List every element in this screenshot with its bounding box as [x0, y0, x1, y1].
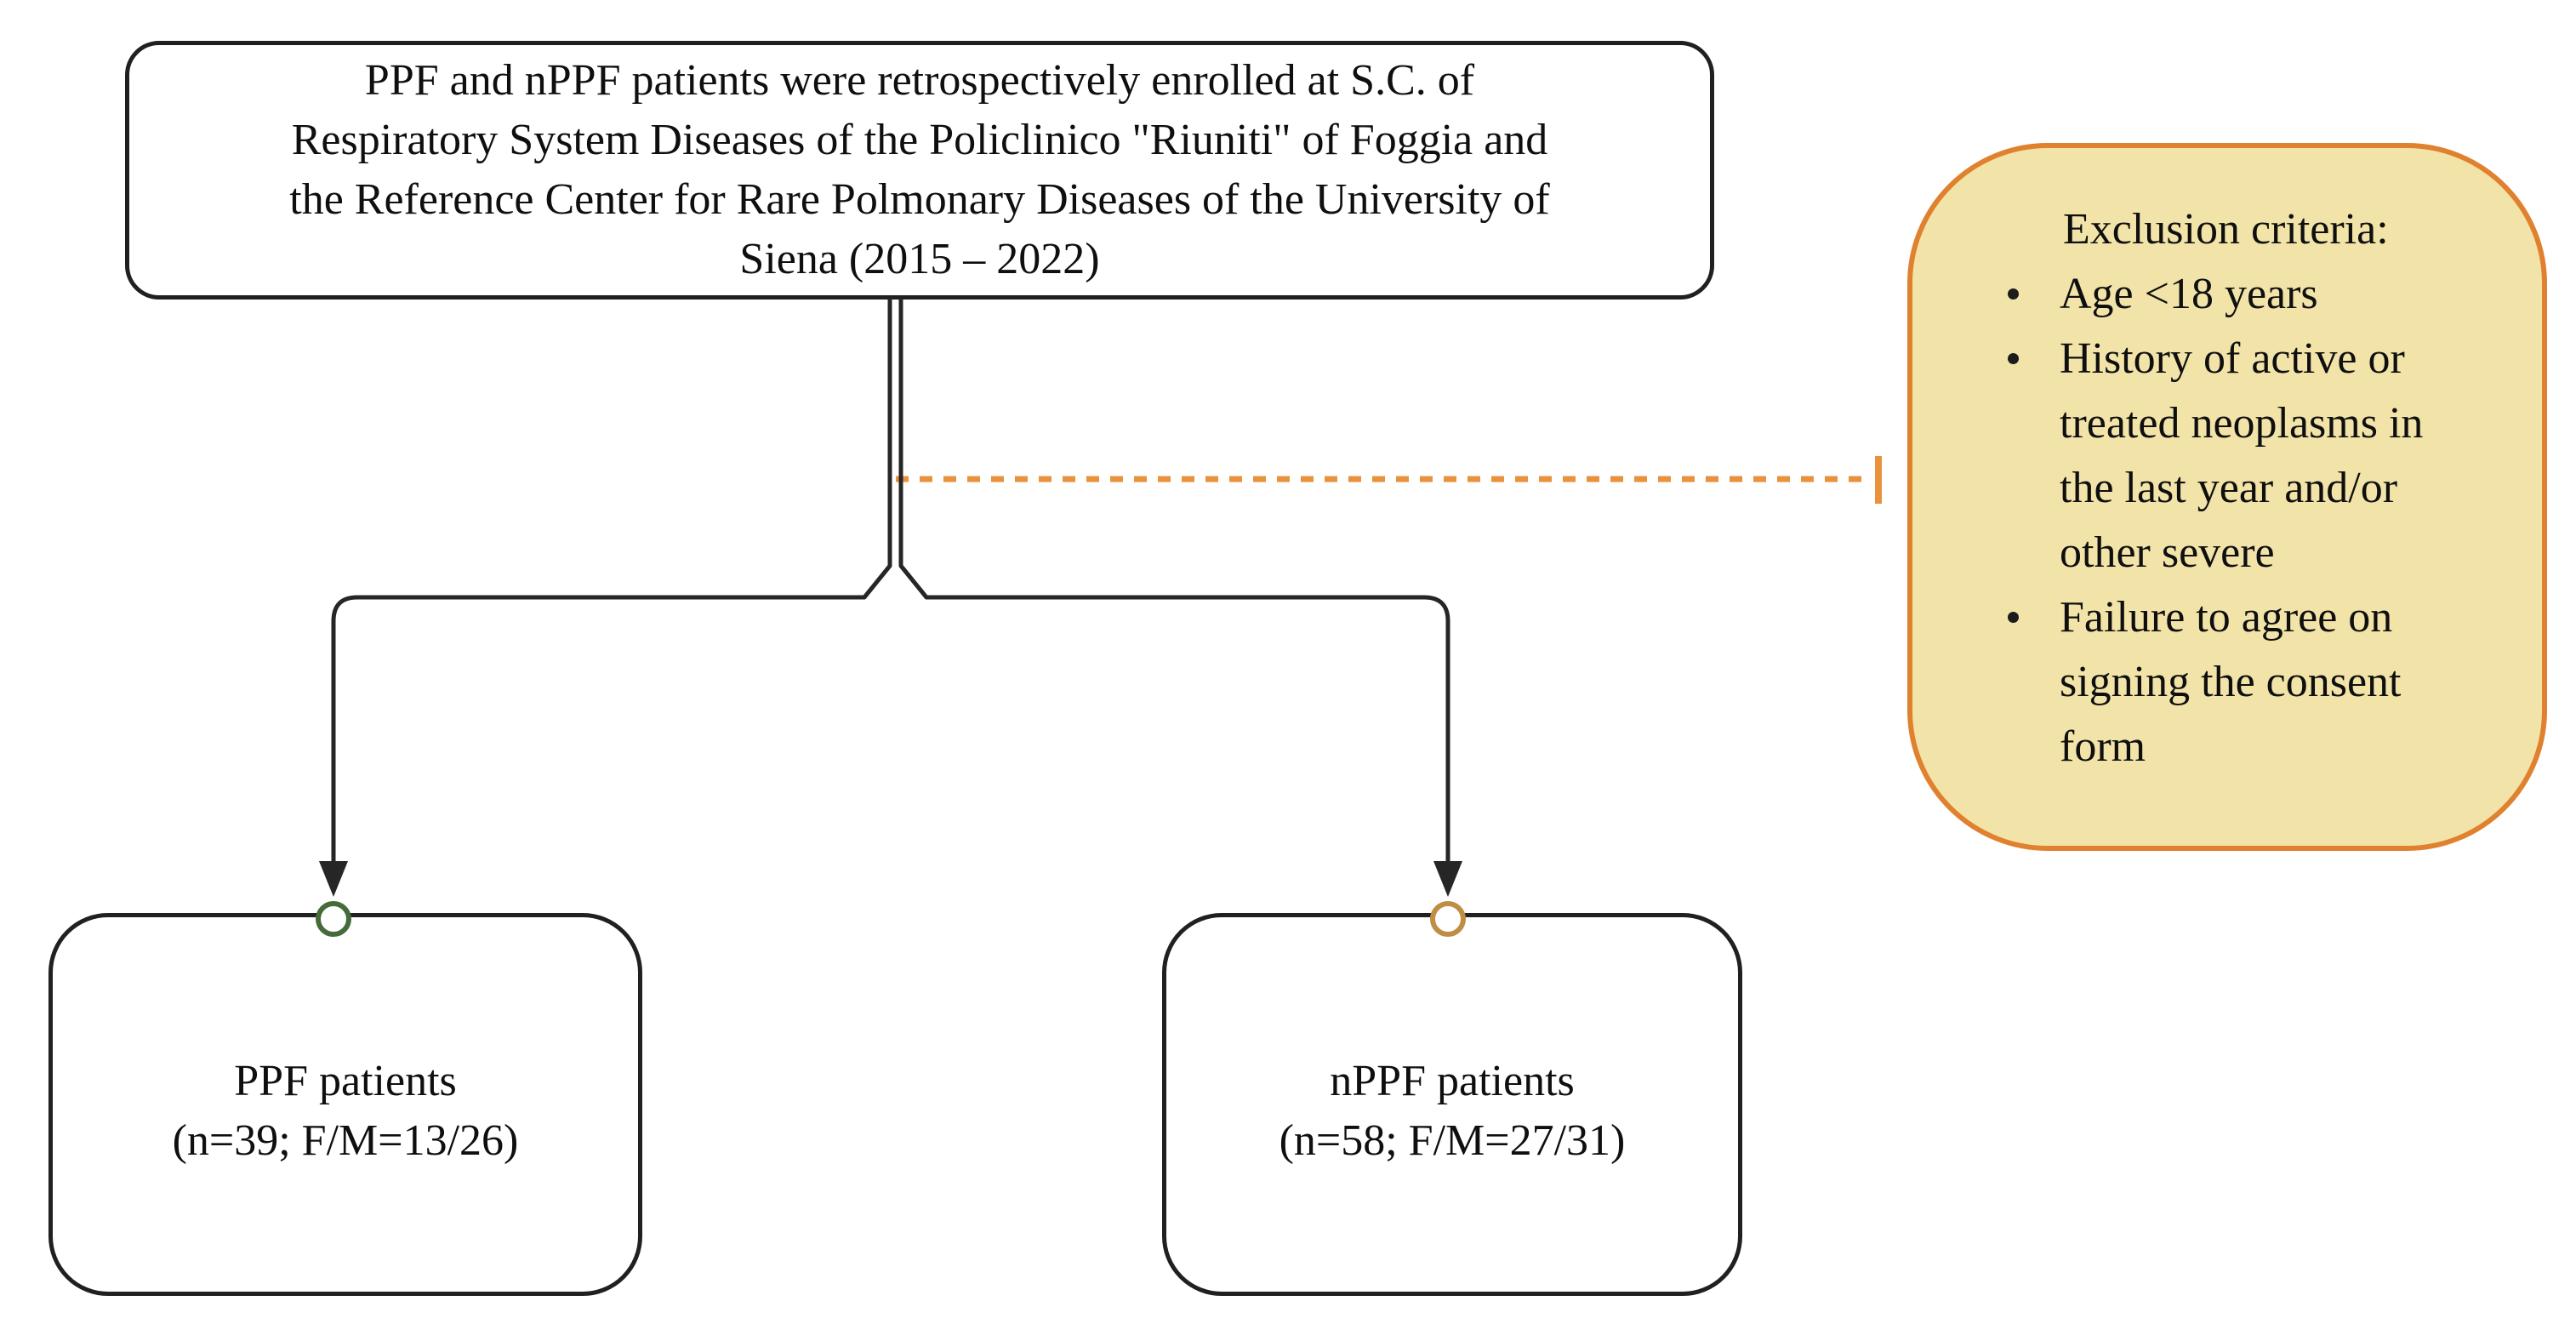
- exclusion-item: Failure to agree on signing the consent …: [1994, 585, 2508, 779]
- ppf-box-subtitle: (n=39; F/M=13/26): [172, 1116, 519, 1165]
- enrollment-text-line-2: Respiratory System Diseases of the Polic…: [291, 116, 1548, 164]
- exclusion-box: Exclusion criteria: Age <18 years Histor…: [1907, 143, 2547, 851]
- nppf-box-subtitle: (n=58; F/M=27/31): [1279, 1116, 1626, 1165]
- nppf-connector-line: [898, 298, 1450, 863]
- exclusion-item: Age <18 years: [1994, 262, 2508, 327]
- enrollment-text-line-3: the Reference Center for Rare Polmonary …: [289, 175, 1550, 224]
- nppf-box-title: nPPF patients: [1330, 1057, 1575, 1105]
- exclusion-item-text: Failure to agree on signing the consent …: [2060, 593, 2402, 771]
- exclusion-item-text: Age <18 years: [2060, 270, 2318, 318]
- enrollment-text-line-1: PPF and nPPF patients were retrospective…: [364, 56, 1475, 105]
- enrollment-text-line-4: Siena (2015 – 2022): [739, 235, 1100, 283]
- bullet-dot-icon: [2008, 288, 2019, 300]
- exclusion-item-text: History of active or treated neoplasms i…: [2060, 334, 2424, 577]
- bullet-dot-icon: [2008, 612, 2019, 623]
- bullet-dot-icon: [2008, 353, 2019, 364]
- exclusion-item: History of active or treated neoplasms i…: [1994, 327, 2508, 585]
- nppf-box: nPPF patients (n=58; F/M=27/31): [1162, 913, 1742, 1296]
- exclusion-list: Age <18 years History of active or treat…: [1994, 262, 2508, 779]
- exclusion-title: Exclusion criteria:: [2063, 205, 2389, 254]
- ppf-box: PPF patients (n=39; F/M=13/26): [48, 913, 642, 1296]
- ppf-connector-line: [331, 298, 892, 863]
- nppf-arrowhead-down-icon: [1433, 861, 1462, 897]
- enrollment-box: PPF and nPPF patients were retrospective…: [125, 41, 1714, 300]
- ppf-arrowhead-down-icon: [319, 861, 348, 897]
- ppf-box-title: PPF patients: [234, 1057, 457, 1105]
